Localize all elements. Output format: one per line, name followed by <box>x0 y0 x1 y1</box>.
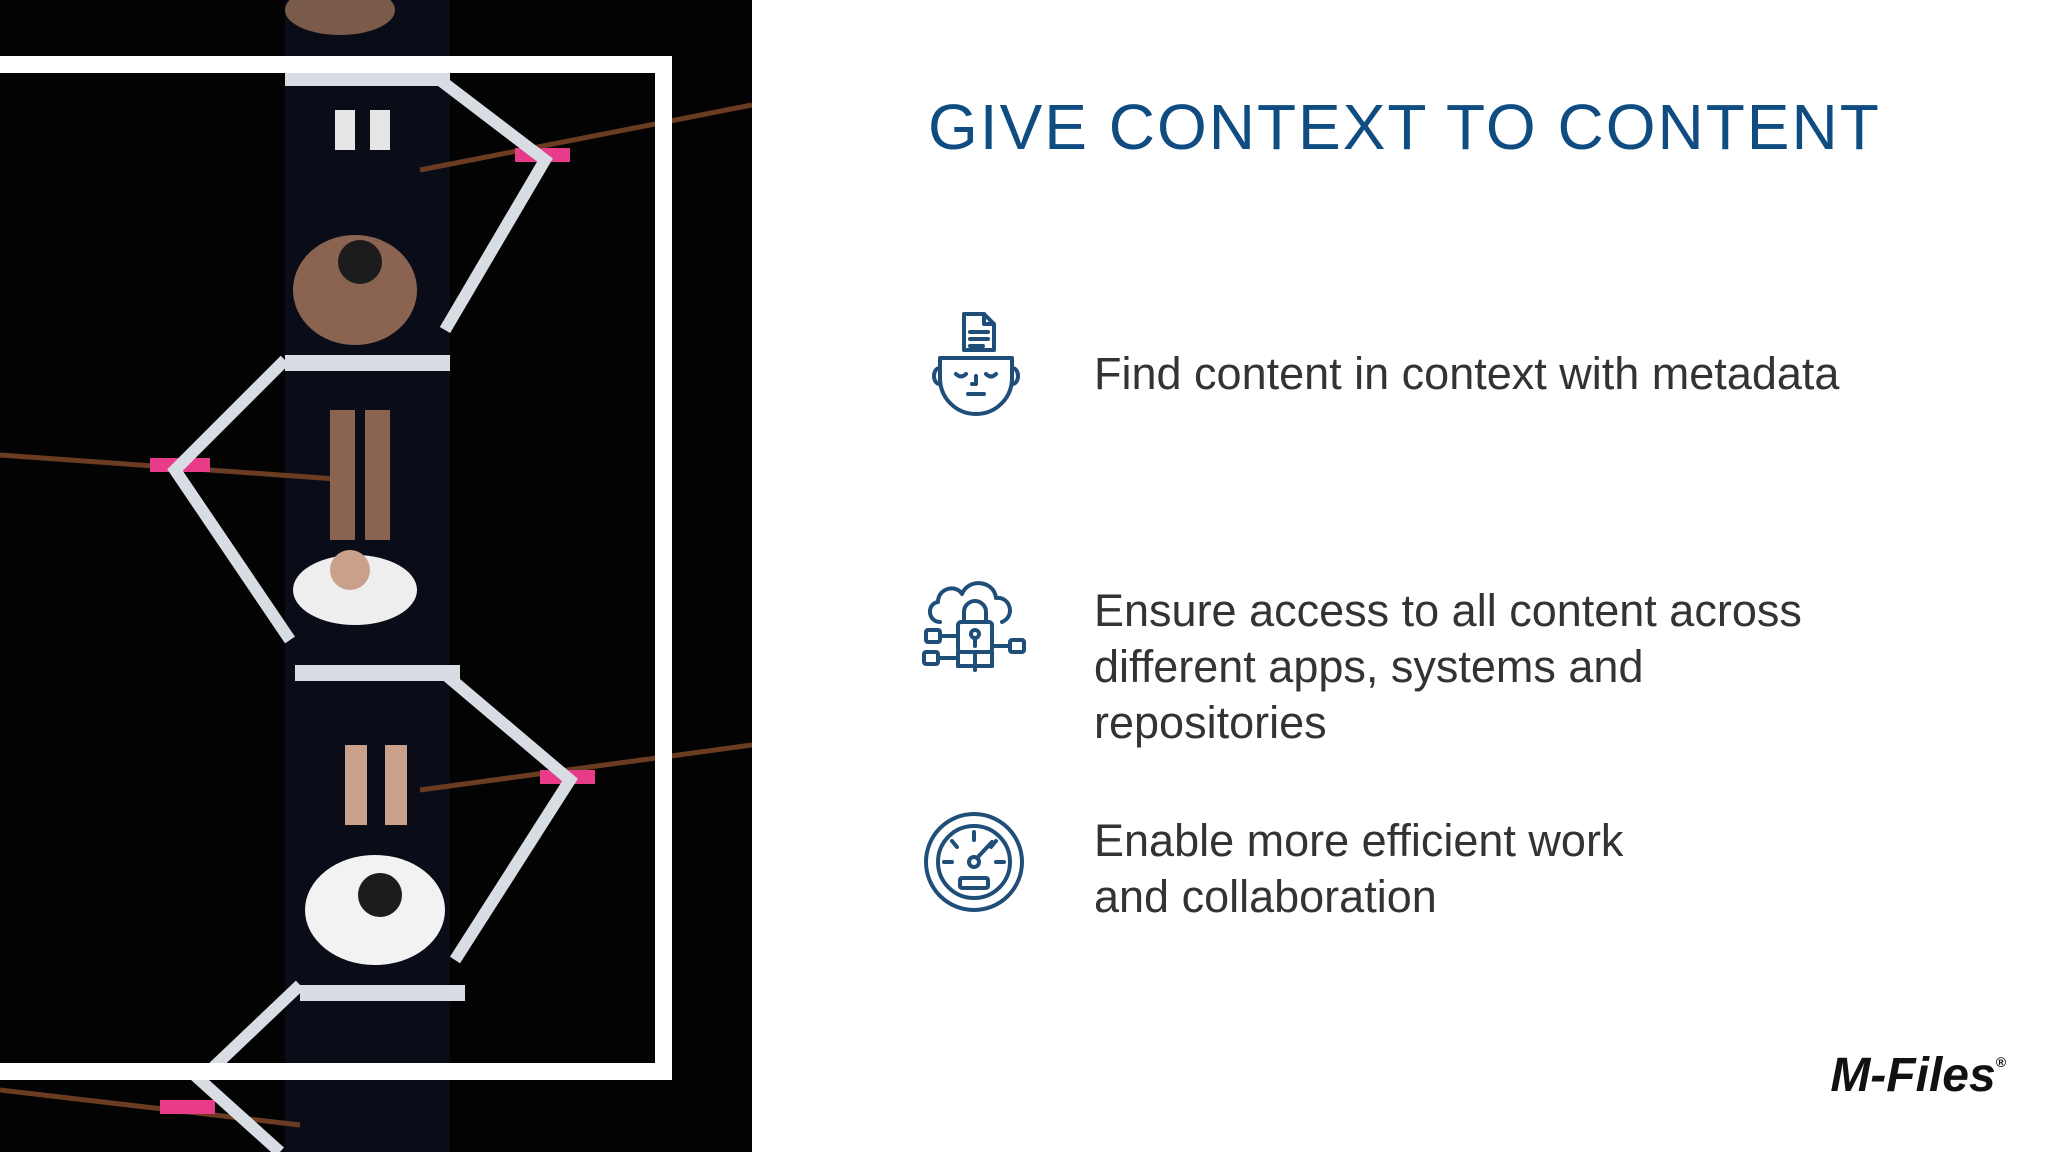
speedometer-icon <box>922 810 1026 919</box>
item-2-line-2: different apps, systems and <box>1094 641 1644 692</box>
logo-text: M-Files <box>1830 1049 1996 1102</box>
item-3-line-2: and collaboration <box>1094 871 1437 922</box>
registered-mark: ® <box>1995 1054 2006 1070</box>
item-1-line-1: Find content in context with metadata <box>1094 348 1840 399</box>
cloud-lock-network-icon <box>920 570 1030 685</box>
rowers-overhead-photo <box>0 0 752 1152</box>
item-1-text: Find content in context with metadata <box>1094 346 1839 402</box>
item-3-line-1: Enable more efficient work <box>1094 815 1624 866</box>
item-2-text: Ensure access to all content across diff… <box>1094 583 1802 751</box>
item-2-line-1: Ensure access to all content across <box>1094 585 1802 636</box>
item-3-text: Enable more efficient work and collabora… <box>1094 813 1623 925</box>
item-2-line-3: repositories <box>1094 697 1327 748</box>
m-files-logo: M-Files® <box>1830 1048 2006 1103</box>
slide-title: GIVE CONTEXT TO CONTENT <box>928 91 1881 163</box>
head-document-icon <box>928 310 1024 425</box>
